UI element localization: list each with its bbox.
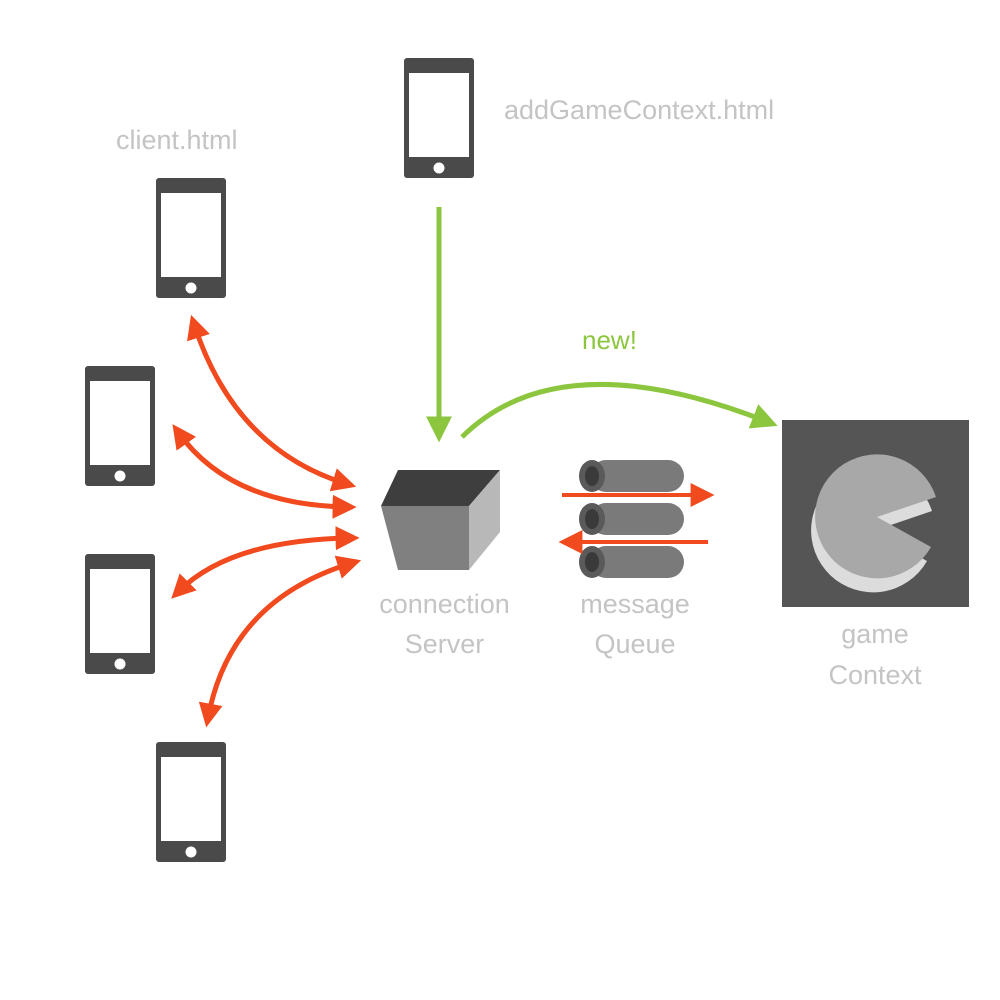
arrow-client-1-server [187,314,357,492]
phone-add-game-context [404,58,474,178]
client-label: client.html [116,125,238,155]
pipe-bottom [579,546,684,578]
message-queue-label-line2: Queue [594,629,676,659]
pipes-icon [579,460,684,578]
message-queue-label-line1: message [580,589,690,619]
connection-server-label-line2: Server [404,629,485,659]
arrow-client-4-server [198,555,362,728]
arrow-server-game-context [460,381,778,439]
arrow-client-2-server [172,424,357,519]
add-game-context-label: addGameContext.html [504,95,775,125]
phone-client-1 [156,178,226,298]
pipe-top [579,460,684,492]
phone-client-2 [85,366,155,486]
new-label: new! [582,325,637,355]
game-context-label-line2: Context [828,660,922,690]
game-context-label-line1: game [841,619,909,649]
pipe-middle [579,503,684,535]
phone-client-3 [85,554,155,674]
cube-icon [381,470,500,570]
phone-client-4 [156,742,226,862]
arrow-client-3-server [171,526,360,599]
game-context-box [782,420,969,607]
connection-server-label-line1: connection [379,589,510,619]
pacman-icon [811,454,936,593]
